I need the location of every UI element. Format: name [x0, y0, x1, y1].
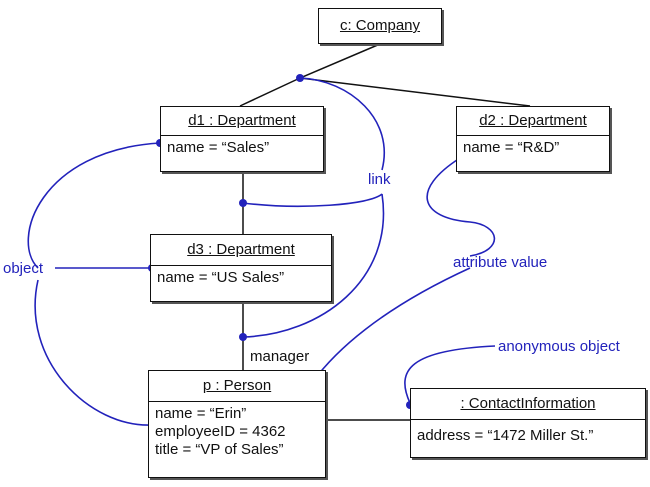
annotation-object: object — [3, 260, 44, 277]
contact-information-object: : ContactInformation address = “1472 Mil… — [410, 388, 646, 458]
attribute-address: address = “1472 Miller St.” — [417, 427, 594, 444]
marker-dot — [296, 74, 304, 82]
annotation-attribute-value: attribute value — [453, 254, 548, 271]
role-label-manager: manager — [250, 348, 310, 365]
object-annotation-curve-top — [27, 142, 161, 269]
attribute-name: name = “Erin” — [155, 405, 247, 422]
d3-department-object: d3 : Department name = “US Sales” — [150, 234, 332, 302]
marker-dot — [239, 333, 247, 341]
attribute-title: title = “VP of Sales” — [155, 441, 284, 458]
object-annotation-curve-bottom — [34, 279, 153, 426]
link-company-d1 — [239, 43, 381, 107]
link-company-d2 — [299, 77, 531, 107]
link-annotation-curve-3 — [242, 193, 385, 338]
company-object-header: c: Company — [339, 17, 421, 34]
attribute-name: name = “R&D” — [463, 139, 560, 156]
link-annotation-curve-2 — [242, 193, 383, 208]
person-object: p : Person name = “Erin” employeeID = 43… — [148, 370, 326, 478]
attribute-employee-id: employeeID = 4362 — [155, 423, 286, 440]
attribute-name: name = “US Sales” — [157, 269, 285, 286]
attribute-annotation-curve-d2 — [426, 157, 496, 257]
link-annotation-curve-1 — [299, 77, 385, 171]
d3-department-attributes: name = “US Sales” — [151, 266, 331, 290]
contact-information-attributes: address = “1472 Miller St.” — [411, 420, 645, 448]
d1-department-attributes: name = “Sales” — [161, 136, 323, 160]
company-object: c: Company — [318, 8, 442, 44]
anonymous-annotation-curve — [404, 345, 496, 404]
person-object-header: p : Person — [149, 371, 325, 402]
annotation-link: link — [368, 171, 391, 188]
person-object-attributes: name = “Erin” employeeID = 4362 title = … — [149, 402, 325, 462]
d3-department-header: d3 : Department — [151, 235, 331, 266]
attribute-name: name = “Sales” — [167, 139, 270, 156]
d2-department-header: d2 : Department — [457, 107, 609, 136]
contact-information-header: : ContactInformation — [411, 389, 645, 420]
d1-department-header: d1 : Department — [161, 107, 323, 136]
d1-department-object: d1 : Department name = “Sales” — [160, 106, 324, 172]
d2-department-object: d2 : Department name = “R&D” — [456, 106, 610, 172]
marker-dot — [239, 199, 247, 207]
annotation-anonymous-object: anonymous object — [498, 338, 620, 355]
d2-department-attributes: name = “R&D” — [457, 136, 609, 160]
